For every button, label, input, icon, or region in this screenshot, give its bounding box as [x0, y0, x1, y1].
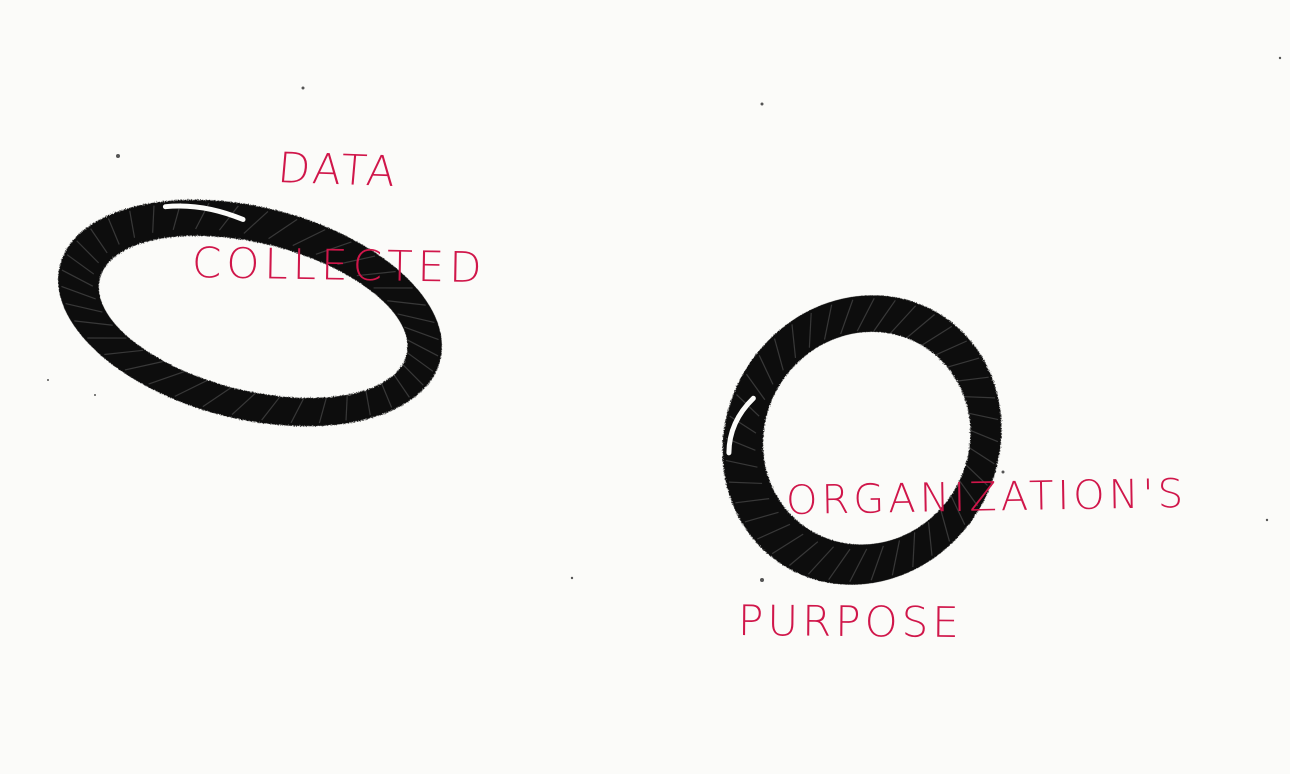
ring-left-hatch — [406, 339, 439, 357]
ring-left-hatch — [345, 393, 348, 421]
paper-specks — [47, 56, 1282, 582]
ring-right-hatch — [823, 304, 833, 340]
ring-right-hatch — [964, 463, 988, 486]
ring-left-hatch — [74, 320, 113, 326]
label-purpose: PURPOSE — [737, 596, 964, 647]
ring-right-hatch — [945, 357, 980, 369]
ring-right-hatch — [725, 459, 758, 468]
ring-right-hatch — [940, 509, 951, 542]
ring-right-hatch — [873, 299, 896, 332]
ring-right-hatch — [950, 495, 966, 525]
ring-right-hatch — [891, 540, 901, 576]
ring-left-hatch — [400, 362, 424, 386]
ring-left-hatch — [392, 372, 410, 398]
ring-right-hatch — [745, 373, 766, 401]
ring-right-hatch — [791, 324, 797, 359]
ring-left-hatch — [404, 326, 439, 341]
ring-left-hatch — [107, 218, 120, 245]
ring-left-hatch — [292, 229, 326, 247]
ring-left-hatch — [290, 396, 305, 424]
ring-right-hatch — [849, 548, 868, 582]
ring-right-glint — [726, 395, 756, 456]
ellipse-ring-right — [722, 295, 1002, 585]
ring-left-hatch — [337, 255, 376, 265]
ring-right-hatch — [840, 299, 854, 335]
ring-right-hatch — [968, 429, 999, 443]
ring-left-hatch — [218, 205, 239, 231]
ring-left-hatch — [268, 218, 298, 240]
ring-right-hatch — [771, 533, 804, 555]
ring-left-hatch — [387, 300, 426, 306]
ring-right-hatch — [870, 545, 884, 581]
ring-left-hatch — [65, 302, 103, 313]
ring-right-hatch — [756, 523, 791, 540]
ring-right-hatch — [773, 338, 784, 371]
ring-right-hatch — [828, 548, 851, 581]
ring-left-hole — [98, 235, 408, 398]
ring-right-hatch — [728, 481, 763, 485]
ring-right-hatch — [856, 298, 875, 332]
ring-left-hatch — [318, 395, 328, 424]
ring-left-hatch — [152, 205, 155, 233]
ring-right-hatch — [927, 521, 933, 556]
label-organizations: ORGANIZATION'S — [785, 471, 1188, 524]
ring-left-hatch — [315, 241, 352, 255]
ring-right-hatch — [967, 446, 995, 465]
ellipse-ring-left — [58, 199, 442, 427]
ring-left-hatch — [243, 210, 269, 234]
ring-right-hole — [762, 331, 971, 545]
ring-right-hatch — [729, 415, 757, 434]
ring-left-hatch — [261, 395, 282, 421]
ring-left-hatch — [148, 371, 185, 385]
ring-right-hatch — [958, 479, 979, 507]
ring-right-hatch — [961, 395, 996, 399]
ring-right-hatch — [789, 541, 819, 566]
ring-right-hatch — [744, 511, 779, 523]
ring-left-hatch — [124, 361, 163, 371]
ring-left-hatch — [202, 386, 232, 408]
ring-left-hatch — [405, 351, 434, 372]
ring-left-hatch — [104, 349, 144, 356]
ring-right-hatch — [920, 325, 953, 347]
ring-left-hatch — [61, 285, 96, 300]
ring-left-hatch — [356, 270, 396, 277]
ring-left-hatch — [397, 313, 435, 324]
ring-right-hatch — [808, 312, 812, 348]
ring-left-hatch — [174, 379, 208, 397]
ring-left-hatch — [66, 254, 95, 275]
label-data: DATA — [275, 143, 401, 197]
ring-right-hatch — [954, 376, 989, 382]
ring-right-hatch — [758, 355, 774, 385]
ring-right-hatch — [905, 314, 935, 339]
ring-right-hatch — [889, 305, 917, 334]
ring-right-hatch — [735, 498, 770, 504]
ring-left-hatch — [380, 381, 393, 408]
ring-right-hatch — [912, 532, 916, 568]
ring-right-hatch — [807, 546, 835, 575]
ring-left-hatch — [90, 228, 108, 254]
ring-right-hatch — [933, 340, 968, 357]
ring-right-hatch — [966, 412, 999, 421]
ring-left-hatch — [61, 269, 94, 287]
ring-left-hatch — [373, 287, 413, 289]
ring-left-hatch — [76, 240, 100, 264]
ring-left-hatch — [129, 210, 136, 238]
ring-left-glint — [162, 203, 246, 222]
ring-left-hatch — [364, 388, 371, 416]
ring-left-hatch — [231, 392, 257, 416]
label-collected: COLLECTED — [191, 238, 487, 293]
ring-left-hatch — [87, 337, 127, 339]
